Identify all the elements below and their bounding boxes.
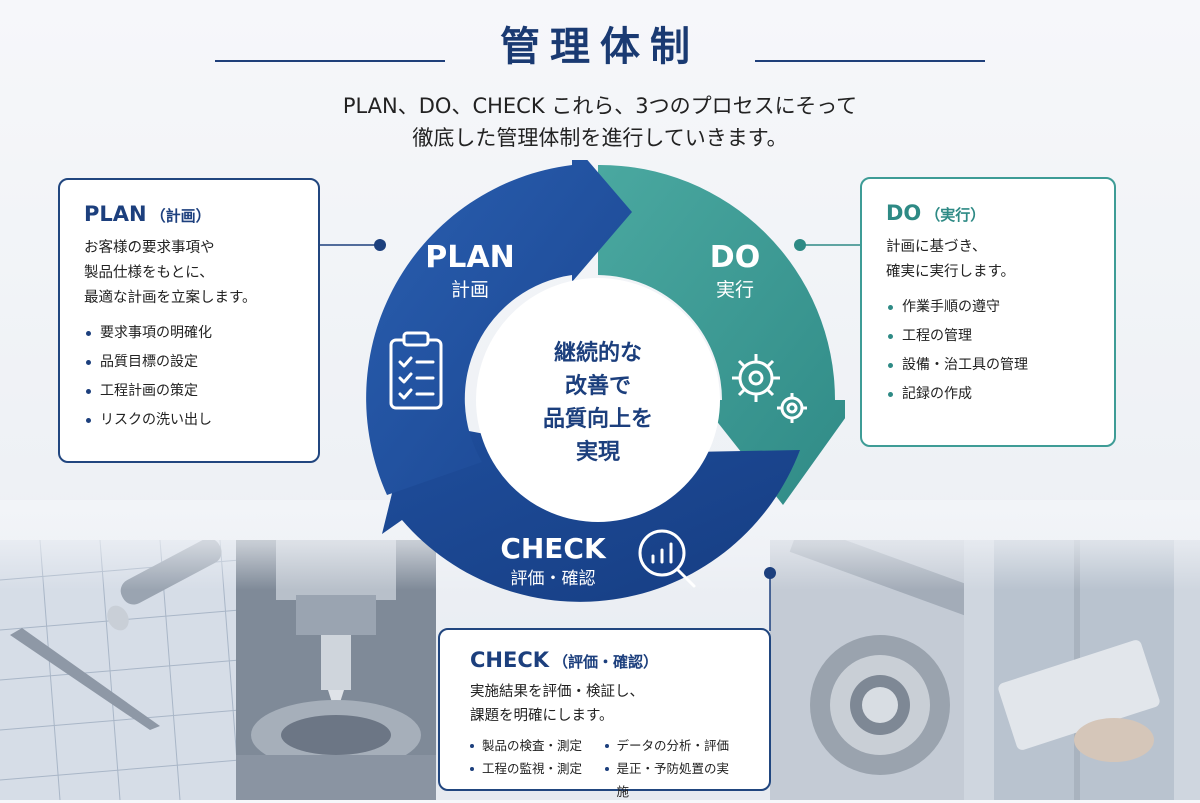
list-item: データの分析・評価: [604, 734, 740, 757]
gears-icon: [732, 354, 807, 423]
cycle-segment-do: [598, 164, 845, 505]
plan-desc-line: 製品仕様をもとに、: [84, 265, 214, 281]
check-detail-card: CHECK（評価・確認） 実施結果を評価・検証し、 課題を明確にします。 製品の…: [438, 628, 771, 799]
connector-check: [764, 567, 776, 631]
center-line: 継続的な: [553, 341, 642, 366]
page-subtitle: PLAN、DO、CHECK これら、3つのプロセスにそって 徹底した管理体制を進…: [0, 90, 1200, 154]
stage-check-sub: 評価・確認: [510, 569, 596, 589]
list-item: 品質目標の設定: [84, 348, 294, 377]
do-card-title-main: DO: [886, 201, 922, 225]
stage-do-label: DO 実行: [680, 240, 790, 304]
list-item: 工程の監視・測定: [470, 757, 605, 803]
plan-card-title-sub: （計画）: [150, 207, 211, 225]
title-divider-right: [755, 60, 985, 62]
do-card-description: 計画に基づき、 確実に実行します。: [886, 235, 1090, 285]
do-card-list: 作業手順の遵守 工程の管理 設備・治工具の管理 記録の作成: [886, 293, 1090, 409]
stage-check-title: CHECK: [500, 532, 606, 565]
pdca-cycle: [366, 160, 845, 602]
stage-check-label: CHECK 評価・確認: [478, 532, 628, 592]
list-item: 設備・治工具の管理: [886, 351, 1090, 380]
check-desc-line: 実施結果を評価・検証し、: [470, 684, 644, 700]
plan-detail-card: PLAN（計画） お客様の要求事項や 製品仕様をもとに、 最適な計画を立案します…: [58, 178, 320, 463]
check-desc-line: 課題を明確にします。: [470, 708, 614, 724]
check-card-list: 製品の検査・測定 データの分析・評価 工程の監視・測定 是正・予防処置の実施: [470, 734, 739, 803]
subtitle-line-1: PLAN、DO、CHECK これら、3つのプロセスにそって: [342, 94, 858, 118]
connector-do: [794, 239, 862, 251]
subtitle-line-2: 徹底した管理体制を進行していきます。: [412, 126, 788, 150]
center-line: 品質向上を: [542, 407, 653, 432]
plan-desc-line: お客様の要求事項や: [84, 240, 215, 256]
cycle-segment-plan: [366, 160, 632, 495]
list-item: 工程計画の策定: [84, 377, 294, 406]
list-item: リスクの洗い出し: [84, 406, 294, 435]
stage-do-title: DO: [709, 240, 761, 275]
do-detail-card: DO（実行） 計画に基づき、 確実に実行します。 作業手順の遵守 工程の管理 設…: [860, 177, 1116, 447]
list-item: 製品の検査・測定: [470, 734, 605, 757]
magnifier-chart-icon: [638, 529, 696, 588]
center-line: 実現: [575, 440, 620, 465]
plan-card-list: 要求事項の明確化 品質目標の設定 工程計画の策定 リスクの洗い出し: [84, 319, 294, 435]
do-desc-line: 計画に基づき、: [886, 239, 987, 255]
check-card-title-main: CHECK: [470, 648, 550, 672]
stage-do-sub: 実行: [715, 279, 754, 301]
list-item: 是正・予防処置の実施: [604, 757, 740, 803]
connector-plan: [318, 239, 386, 251]
plan-card-title: PLAN（計画）: [84, 202, 294, 226]
plan-card-description: お客様の要求事項や 製品仕様をもとに、 最適な計画を立案します。: [84, 236, 294, 311]
stage-plan-sub: 計画: [450, 279, 489, 301]
title-divider-left: [215, 60, 445, 62]
do-card-title: DO（実行）: [886, 201, 1090, 225]
list-item: 工程の管理: [886, 322, 1090, 351]
cycle-center-text: 継続的な 改善で 品質向上を 実現: [503, 337, 693, 469]
check-card-title-sub: （評価・確認）: [553, 653, 659, 671]
do-desc-line: 確実に実行します。: [886, 264, 1016, 280]
plan-card-title-main: PLAN: [84, 202, 147, 226]
list-item: 作業手順の遵守: [886, 293, 1090, 322]
stage-plan-label: PLAN 計画: [400, 240, 540, 304]
center-line: 改善で: [564, 374, 631, 399]
check-card-title: CHECK（評価・確認）: [470, 648, 739, 672]
check-card-description: 実施結果を評価・検証し、 課題を明確にします。: [470, 680, 739, 728]
page-title: 管理体制: [500, 24, 700, 70]
list-item: 記録の作成: [886, 380, 1090, 409]
clipboard-checklist-icon: [389, 331, 443, 410]
do-card-title-sub: （実行）: [925, 206, 986, 224]
list-item: 要求事項の明確化: [84, 319, 294, 348]
plan-desc-line: 最適な計画を立案します。: [84, 290, 257, 306]
stage-plan-title: PLAN: [425, 240, 515, 275]
